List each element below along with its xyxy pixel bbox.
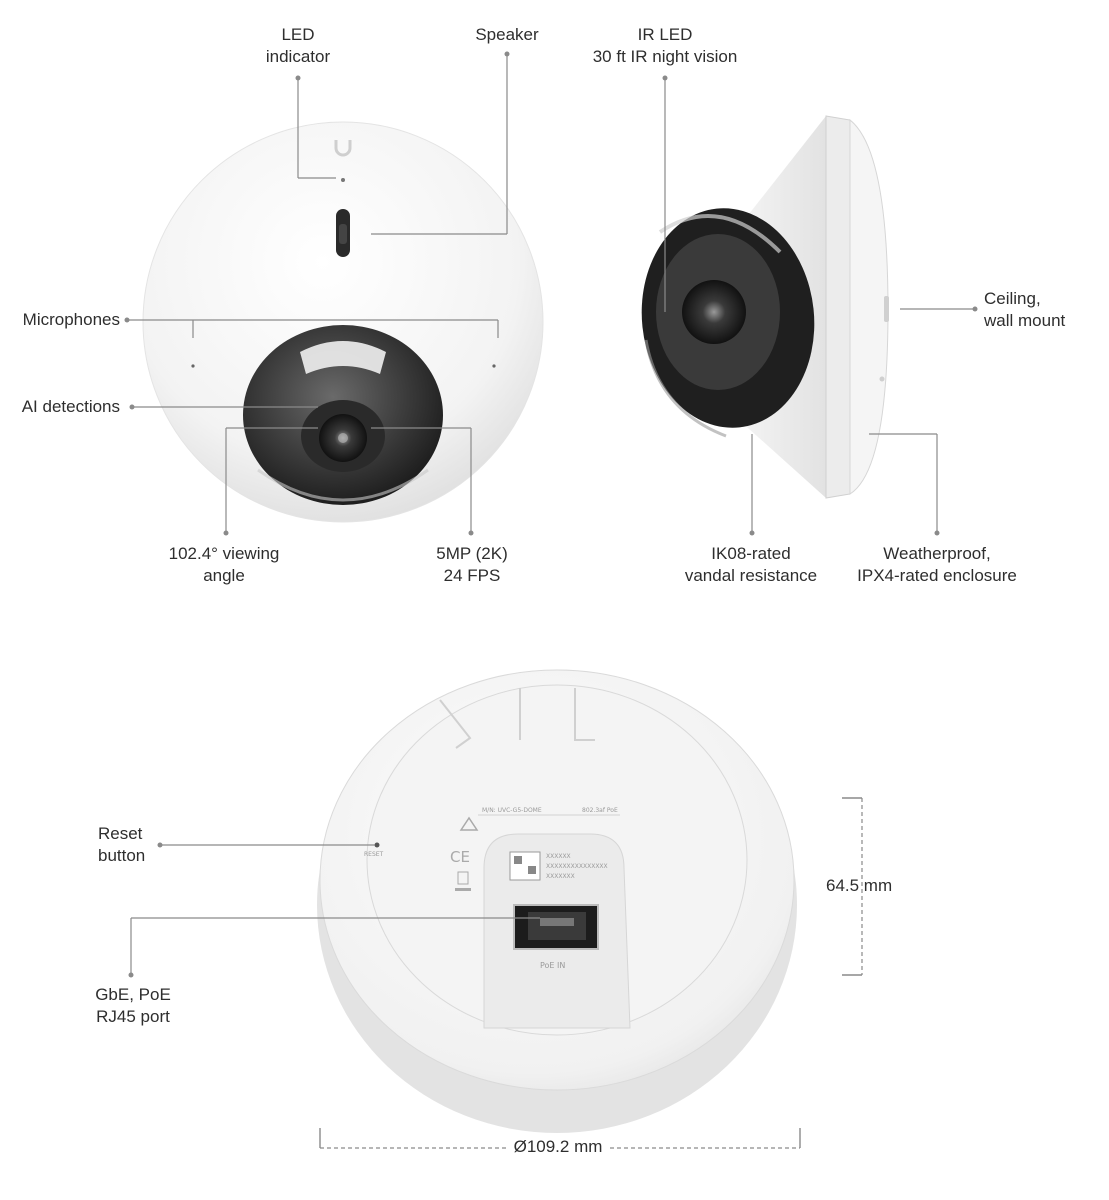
enclosure-label: Weatherproof, IPX4-rated enclosure (857, 544, 1017, 585)
height-dimension-label: 64.5 mm (826, 876, 893, 895)
serial-print-a: XXXXXX (546, 853, 571, 860)
resolution-label: 5MP (2K) 24 FPS (436, 544, 508, 585)
vandal-resistance-label: IK08-rated vandal resistance (684, 544, 818, 585)
logo-icon (334, 140, 352, 157)
reset-button-label: Reset button (98, 824, 146, 865)
leader-dots (124, 51, 978, 978)
side-view-camera (641, 115, 889, 499)
port-label: GbE, PoE RJ45 port (95, 985, 171, 1026)
poe-in-print: PoE IN (540, 961, 565, 970)
ai-detections-label: AI detections (21, 397, 120, 416)
ir-led-label: IR LED 30 ft IR night vision (592, 25, 738, 66)
led-indicator-label: LED indicator (265, 25, 331, 66)
serial-print-c: XXXXXXX (546, 873, 575, 880)
ce-icon: CE (450, 848, 470, 866)
standard-print: 802.3af PoE (582, 807, 618, 814)
viewing-angle-label: 102.4° viewing angle (168, 544, 280, 585)
weee-icon (457, 871, 469, 885)
front-view-camera (142, 121, 544, 523)
diameter-dimension-label: Ø109.2 mm (513, 1137, 603, 1156)
leader-lines (127, 54, 975, 1149)
microphones-label: Microphones (22, 310, 120, 329)
warning-icon (459, 816, 479, 831)
mount-label: Ceiling, wall mount (984, 289, 1066, 330)
bottom-view-camera: M/N: UVC-G5-DOME 802.3af PoE RESET CE XX… (317, 669, 797, 1133)
reset-print: RESET (364, 851, 384, 858)
model-print: M/N: UVC-G5-DOME (482, 807, 542, 814)
speaker-label: Speaker (475, 25, 539, 44)
serial-print-b: XXXXXXXXXXXXXXX (546, 863, 608, 870)
